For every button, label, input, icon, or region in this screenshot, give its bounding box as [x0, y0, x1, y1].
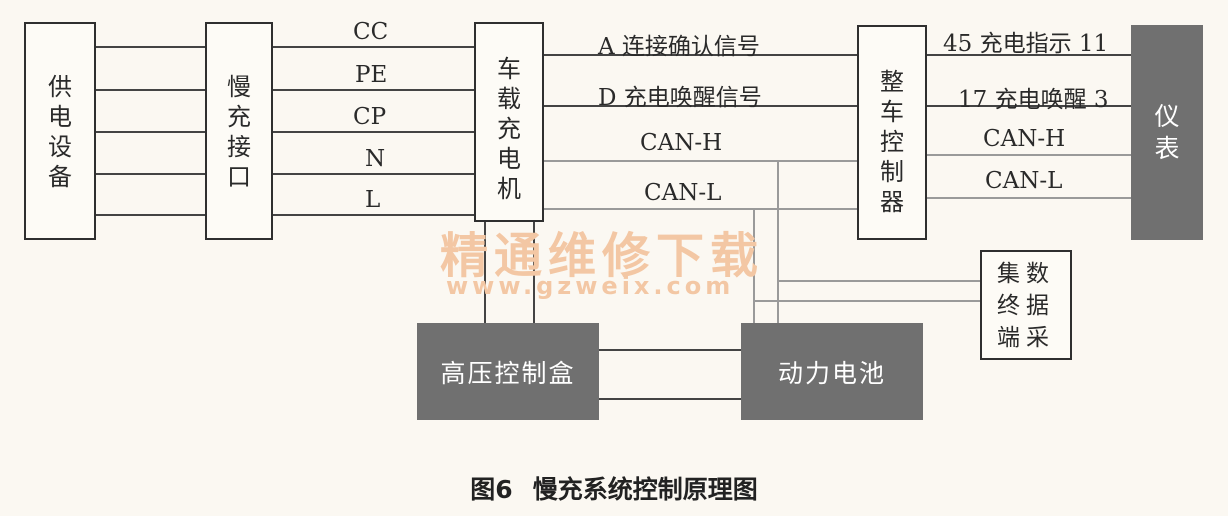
signal-label-can-h-2: CAN-H: [983, 126, 1066, 152]
data-terminal-box: 集数 终据 端采: [980, 250, 1072, 360]
wire-hv-battery-2: [597, 398, 743, 400]
wire-a-signal: [543, 54, 859, 56]
wire-hv-battery-1: [597, 349, 743, 351]
wire-supply-port-4: [95, 173, 207, 175]
figure-title: 慢充系统控制原理图: [532, 475, 758, 504]
wire-can-h-2: [925, 154, 1133, 156]
can-bus-h-vertical: [777, 160, 779, 325]
figure-number: 图6: [470, 475, 513, 504]
signal-label-can-l-2: CAN-L: [985, 168, 1063, 194]
instrument-text: 仪表: [1154, 101, 1182, 163]
data-terminal-line-1: 集数: [997, 261, 1055, 287]
vehicle-controller-box: 整车控制器: [857, 25, 927, 240]
slow-charge-port-label: 慢充接口: [207, 72, 271, 192]
vehicle-controller-label: 整车控制器: [859, 67, 925, 217]
watermark-title: 精通维修下载: [440, 228, 765, 284]
figure-caption: 图6 慢充系统控制原理图: [0, 470, 1228, 506]
signal-label-can-l-1: CAN-L: [644, 180, 722, 206]
signal-label-cc: CC: [353, 19, 389, 45]
wire-can-h-1: [543, 160, 859, 162]
signal-label-pe: PE: [355, 62, 388, 88]
wire-l: [272, 214, 476, 216]
onboard-charger-box: 车载充电机: [474, 22, 544, 222]
power-battery-box: 动力电池: [741, 323, 923, 420]
wire-pe: [272, 89, 476, 91]
wire-can-l-2: [925, 197, 1133, 199]
wire-charger-hv-1: [484, 220, 486, 325]
wire-charger-hv-2: [533, 220, 535, 325]
onboard-charger-text: 车载充电机: [497, 55, 522, 203]
watermark-url: www.gzweix.com: [446, 272, 735, 300]
signal-label-charge-wakeup: 17 充电唤醒 3: [958, 87, 1109, 113]
signal-label-cp: CP: [353, 104, 387, 130]
data-terminal-label: 集数 终据 端采: [982, 258, 1070, 354]
wire-supply-port-2: [95, 89, 207, 91]
wire-charge-wakeup: [925, 105, 1133, 107]
signal-label-d-wakeup: D 充电唤醒信号: [598, 85, 762, 111]
wire-d-signal: [543, 105, 859, 107]
vehicle-controller-text: 整车控制器: [880, 68, 905, 216]
wire-cp: [272, 131, 476, 133]
signal-label-charge-indicator: 45 充电指示 11: [943, 31, 1109, 57]
can-to-terminal-2: [753, 300, 982, 302]
onboard-charger-label: 车载充电机: [476, 54, 542, 204]
signal-label-l: L: [365, 187, 381, 213]
wire-supply-port-5: [95, 214, 207, 216]
data-terminal-line-3: 端采: [997, 325, 1055, 351]
signal-label-a-connect: A 连接确认信号: [598, 34, 760, 60]
signal-label-can-h-1: CAN-H: [640, 130, 723, 156]
data-terminal-line-2: 终据: [997, 293, 1055, 319]
instrument-box: 仪表: [1131, 25, 1203, 240]
wire-can-l-1: [543, 208, 859, 210]
hv-control-box-text: 高压控制盒: [440, 358, 576, 388]
wire-supply-port-3: [95, 131, 207, 133]
can-bus-l-vertical: [753, 208, 755, 325]
slow-charge-port-text: 慢充接口: [227, 73, 252, 191]
wire-supply-port-1: [95, 46, 207, 48]
can-to-terminal-1: [777, 280, 982, 282]
supply-equipment-box: 供电设备: [24, 22, 96, 240]
wire-cc: [272, 46, 476, 48]
wire-n: [272, 173, 476, 175]
supply-equipment-text: 供电设备: [48, 73, 73, 191]
power-battery-text: 动力电池: [777, 358, 886, 388]
signal-label-n: N: [365, 146, 386, 172]
hv-control-box: 高压控制盒: [417, 323, 599, 420]
slow-charge-port-box: 慢充接口: [205, 22, 273, 240]
supply-equipment-label: 供电设备: [26, 72, 94, 192]
wire-charge-indicator: [925, 54, 1133, 56]
